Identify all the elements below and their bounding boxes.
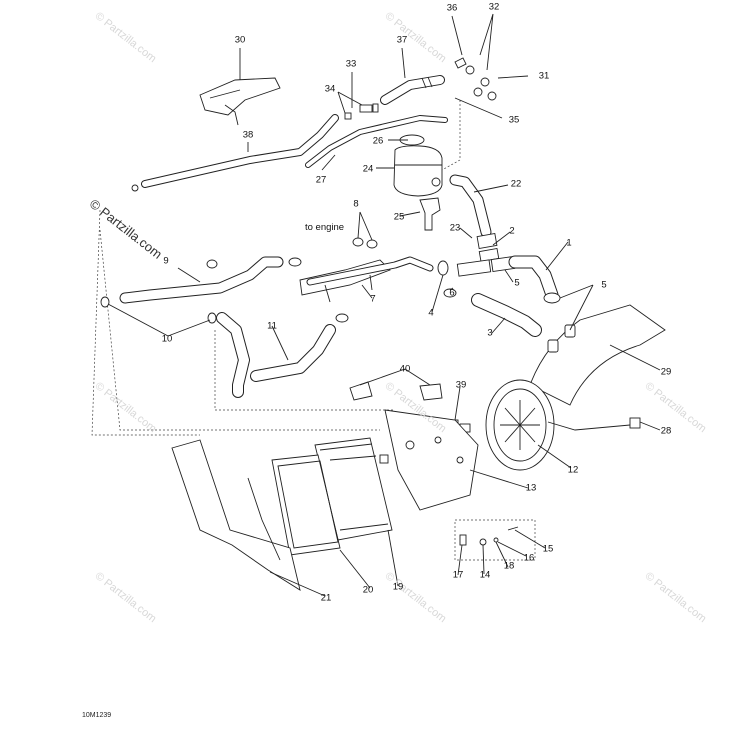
shield-21 <box>171 439 301 591</box>
callout-17[interactable]: 17 <box>452 569 464 581</box>
callout-6[interactable]: 6 <box>449 287 455 299</box>
callout-8[interactable]: 8 <box>353 198 359 210</box>
thermostat-2 <box>456 233 516 277</box>
callout-2[interactable]: 2 <box>509 225 515 237</box>
callout-26[interactable]: 26 <box>372 135 384 147</box>
fan-12 <box>485 379 641 471</box>
callout-38[interactable]: 38 <box>242 129 254 141</box>
callout-31[interactable]: 31 <box>538 70 550 82</box>
callout-37[interactable]: 37 <box>396 34 408 46</box>
to-engine-annotation: to engine <box>305 222 345 233</box>
callout-14[interactable]: 14 <box>479 569 491 581</box>
callout-7[interactable]: 7 <box>370 293 376 305</box>
leader-lines <box>107 13 661 597</box>
dotted-leader <box>441 100 461 171</box>
hose-9 <box>119 256 302 304</box>
callout-22[interactable]: 22 <box>510 178 522 190</box>
hose-1 <box>508 255 561 304</box>
clamps-31-32-36 <box>454 57 497 101</box>
callout-5[interactable]: 5 <box>601 279 607 291</box>
callout-18[interactable]: 18 <box>503 560 515 572</box>
hose-22 <box>449 174 492 238</box>
dotted-leader <box>91 209 200 436</box>
callout-39[interactable]: 39 <box>455 379 467 391</box>
brackets-40 <box>349 381 443 401</box>
hardware-kit-box <box>454 519 536 561</box>
callout-19[interactable]: 19 <box>392 581 404 593</box>
callout-12[interactable]: 12 <box>567 464 579 476</box>
callout-1[interactable]: 1 <box>566 237 572 249</box>
fittings-33-34 <box>344 103 379 120</box>
clamp-4 <box>437 260 449 276</box>
callout-4[interactable]: 4 <box>428 307 434 319</box>
callout-32[interactable]: 32 <box>488 1 500 13</box>
hose-27 <box>305 115 448 168</box>
dotted-leader <box>99 229 380 431</box>
callout-13[interactable]: 13 <box>525 482 537 494</box>
callout-27[interactable]: 27 <box>315 174 327 186</box>
callout-36[interactable]: 36 <box>446 2 458 14</box>
clamps-8 <box>352 237 378 249</box>
callout-11[interactable]: 11 <box>267 320 277 332</box>
callout-10[interactable]: 10 <box>161 333 173 345</box>
hose-38 <box>131 114 339 192</box>
callout-30[interactable]: 30 <box>234 34 246 46</box>
callout-24[interactable]: 24 <box>362 163 374 175</box>
callout-33[interactable]: 33 <box>345 58 357 70</box>
callout-28[interactable]: 28 <box>660 425 672 437</box>
diagram-code: 10M1239 <box>82 712 112 719</box>
callout-16[interactable]: 16 <box>523 552 535 564</box>
callout-21[interactable]: 21 <box>320 592 332 604</box>
radiator-frame-20 <box>271 454 341 556</box>
clamps-10 <box>100 296 217 324</box>
callout-15[interactable]: 15 <box>542 543 554 555</box>
callout-34[interactable]: 34 <box>324 83 336 95</box>
callout-9[interactable]: 9 <box>163 255 169 267</box>
hose-37 <box>380 75 445 105</box>
callout-35[interactable]: 35 <box>508 114 520 126</box>
callout-3[interactable]: 3 <box>487 327 493 339</box>
callout-25[interactable]: 25 <box>393 211 405 223</box>
hose-3 <box>471 293 542 337</box>
hardware-14-18 <box>459 526 519 546</box>
callout-5b[interactable]: 5 <box>514 277 520 289</box>
hose-11 <box>216 312 349 398</box>
coolant-tank-24 <box>393 134 443 197</box>
callout-29[interactable]: 29 <box>660 366 672 378</box>
shroud-29 <box>529 304 666 406</box>
callout-23[interactable]: 23 <box>449 222 461 234</box>
dotted-leader <box>214 330 395 411</box>
callout-40[interactable]: 40 <box>399 363 411 375</box>
callout-20[interactable]: 20 <box>362 584 374 596</box>
bracket-25 <box>419 197 441 231</box>
clamp-6 <box>443 288 457 298</box>
bracket-30 <box>199 77 281 126</box>
pipe-7 <box>299 256 434 303</box>
